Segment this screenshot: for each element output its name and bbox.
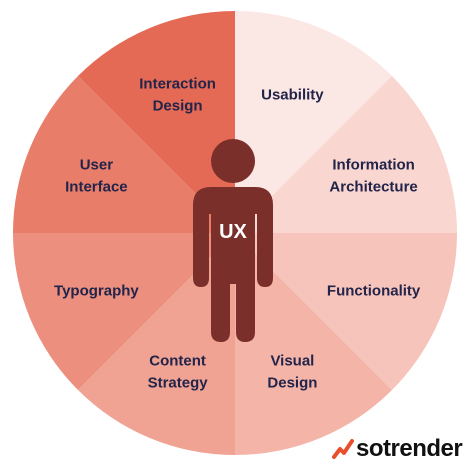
segment-label-line: Typography xyxy=(54,282,139,299)
segment-content-strategy xyxy=(78,233,236,455)
center-label: UX xyxy=(219,221,247,243)
sotrender-chart-mark-icon xyxy=(332,439,354,459)
segment-usability-label: Usability xyxy=(261,86,324,103)
segment-usability xyxy=(235,10,392,233)
segment-functionality xyxy=(235,233,457,390)
figure-head xyxy=(211,139,255,183)
segment-typography-label: Typography xyxy=(54,282,139,299)
segment-user-interface xyxy=(13,76,235,234)
segment-label-line: Information xyxy=(332,157,415,174)
segment-typography xyxy=(12,233,235,390)
segment-label-line: Design xyxy=(267,375,317,392)
figure-body xyxy=(193,187,273,342)
brand-name: sotrender xyxy=(356,435,463,462)
segment-label-line: Architecture xyxy=(329,179,417,196)
segment-label-line: Interface xyxy=(65,179,128,196)
segment-label-line: Design xyxy=(153,97,203,114)
segment-label-line: Visual xyxy=(270,353,314,370)
segment-label-line: Content xyxy=(149,353,206,370)
segment-label-line: Functionality xyxy=(327,282,421,299)
segment-visual-design xyxy=(235,233,392,455)
segment-information-architecture xyxy=(235,76,457,234)
segment-label-line: Usability xyxy=(261,86,324,103)
segment-label-line: Interaction xyxy=(139,75,216,92)
segment-label-line: Strategy xyxy=(148,375,209,392)
segment-interaction-design xyxy=(78,11,236,233)
brand-logo: sotrender xyxy=(332,432,463,466)
segment-functionality-label: Functionality xyxy=(327,282,421,299)
person-figure: UX xyxy=(193,139,273,342)
segment-label-line: User xyxy=(80,157,114,174)
wheel-segments xyxy=(12,10,457,455)
